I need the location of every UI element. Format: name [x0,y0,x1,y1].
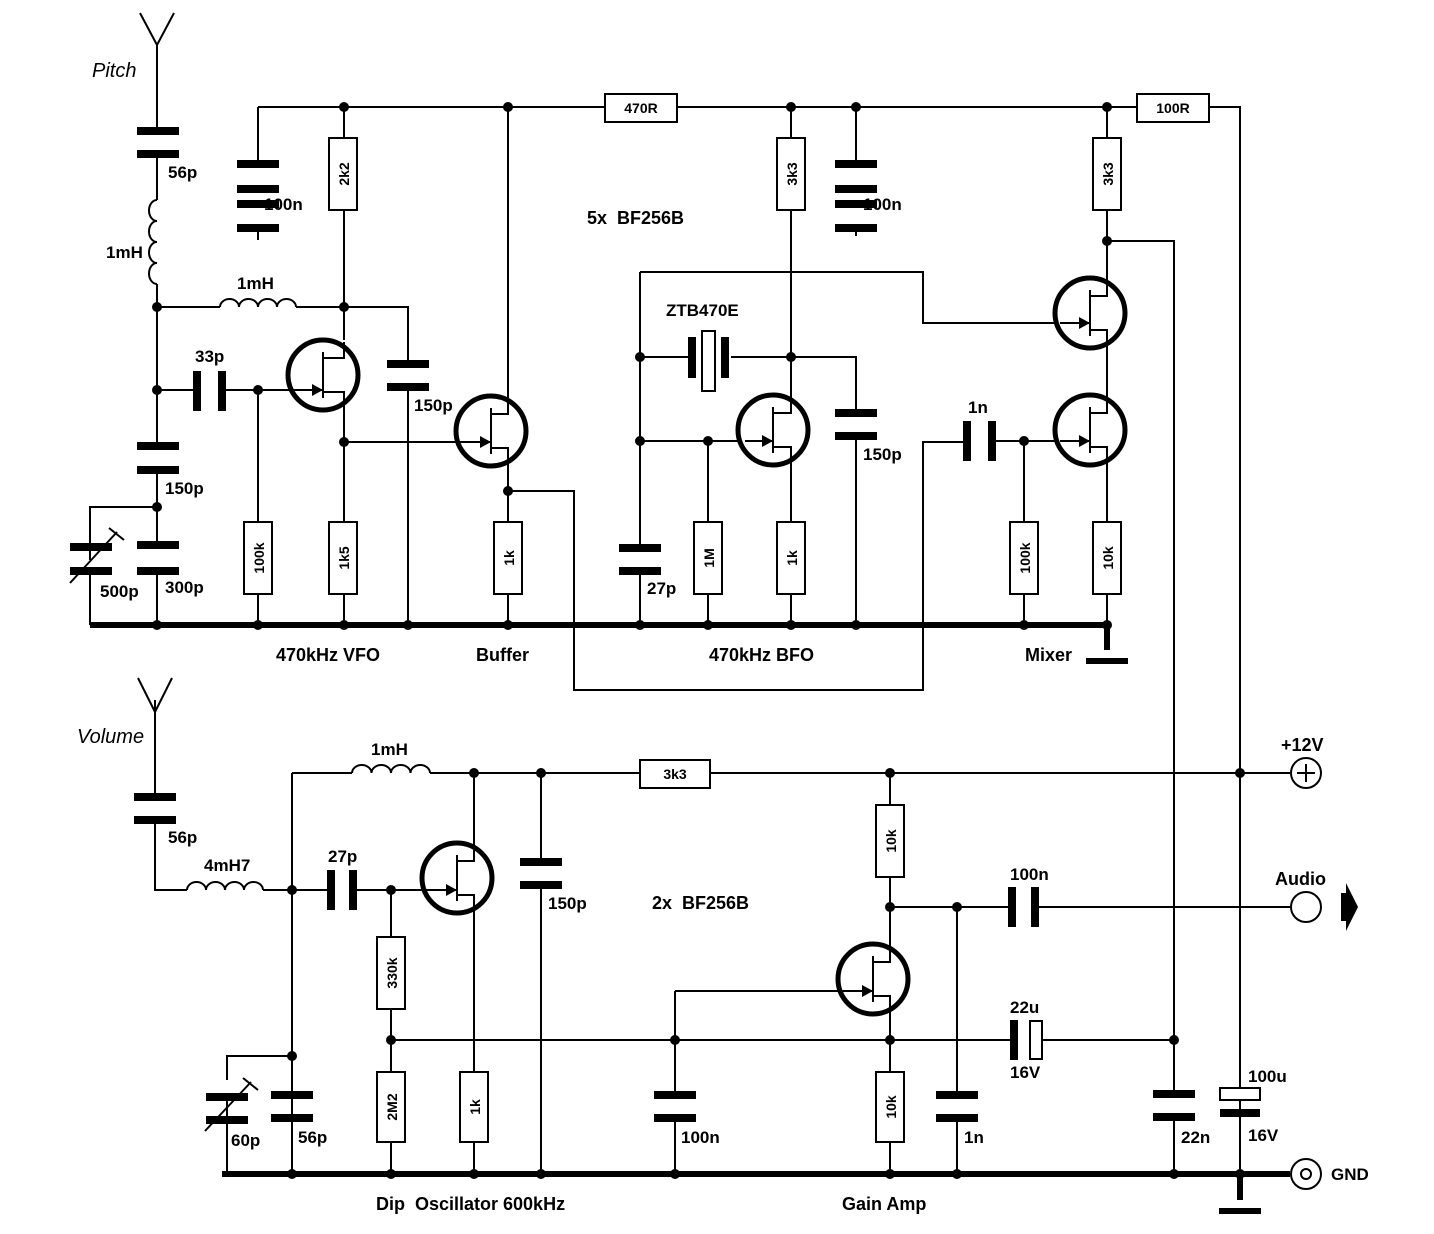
r-3k3-bot-label: 3k3 [663,766,687,782]
c-100n-top-label: 100n [264,195,303,214]
jfet-vfo-icon [285,337,361,413]
supply-terminal [1290,757,1322,789]
r-3k3-bfo-label: 3k3 [784,162,800,186]
r-100r-label: 100R [1156,100,1189,116]
audio-output-arrow-icon [1341,883,1358,931]
inductor-1mh-bottom-icon [351,764,431,774]
trimmer-cap-500p-icon [69,527,125,584]
resistors [243,93,1210,1143]
fets-bot-label: 2x BF256B [652,893,749,913]
r-10k-mix-label: 10k [1100,546,1116,570]
audio-label: Audio [1275,869,1326,889]
c-100n-audio-label: 100n [1010,865,1049,884]
c-150p-left-label: 150p [165,479,204,498]
r-100k-vfo-label: 100k [251,542,267,573]
c-1n-gain-label: 1n [964,1128,984,1147]
volume-label: Volume [77,726,144,748]
wires [89,45,1290,1175]
inductor-4mh7-icon [186,881,264,891]
l-1mh-vert-label: 1mH [106,243,143,262]
inductor-1mh-vertical-icon [148,199,158,285]
c-22n-label: 22n [1181,1128,1210,1147]
trimmer-cap-60p-icon [204,1077,259,1132]
r-330k-label: 330k [384,957,400,988]
ground-terminal [1290,1158,1322,1190]
c-100n-gain-label: 100n [681,1128,720,1147]
jfet-mixer-top-icon [1052,275,1128,351]
c-100u-voltage-label: 16V [1248,1126,1279,1145]
l-1mh-horiz-label: 1mH [237,274,274,293]
ground-rails [90,622,1290,1214]
c-500p-label: 500p [100,582,139,601]
c-150p-bfo-label: 150p [863,445,902,464]
supply-label: +12V [1281,735,1324,755]
jfet-mixer-bottom-icon [1052,392,1128,468]
r-470r-label: 470R [624,100,657,116]
c-100u-label: 100u [1248,1067,1287,1086]
c-27p-bfo-label: 27p [647,579,676,598]
pitch-antenna-icon [139,12,175,48]
c-300p-label: 300p [165,578,204,597]
jfet-gain-icon [835,941,911,1017]
r-1k5-label: 1k5 [336,546,352,570]
fets-top-label: 5x BF256B [587,208,684,228]
inductor-1mh-horizontal-icon [219,298,297,308]
c-22u-voltage-label: 16V [1010,1063,1041,1082]
c-56p-dip-label: 56p [298,1128,327,1147]
c-56p-top-label: 56p [168,163,197,182]
c-1n-mix-label: 1n [968,398,988,417]
pitch-label: Pitch [92,60,136,82]
bfo-section-label: 470kHz BFO [709,645,814,665]
r-1k-buf-label: 1k [501,550,517,566]
r-2m2-label: 2M2 [384,1093,400,1120]
jfet-bfo-icon [735,392,811,468]
jfet-dip-icon [419,840,495,916]
dip-section-label: Dip Oscillator 600kHz [376,1194,565,1214]
c-100n-bfo-label: 100n [863,195,902,214]
c-22u-label: 22u [1010,998,1039,1017]
l-1mh-bot-label: 1mH [371,740,408,759]
r-1k-bfo-label: 1k [784,550,800,566]
xtal-label: ZTB470E [666,301,739,320]
c-60p-label: 60p [231,1131,260,1150]
gain-section-label: Gain Amp [842,1194,926,1214]
r-100k-mix-label: 100k [1017,542,1033,573]
jfet-buffer-icon [453,393,529,469]
c-56p-bot-label: 56p [168,828,197,847]
vfo-section-label: 470kHz VFO [276,645,380,665]
junction-dots [152,102,1245,1179]
ground-label: GND [1331,1165,1369,1184]
c-27p-dip-label: 27p [328,847,357,866]
r-10k-src-label: 10k [883,1095,899,1119]
l-4mh7-label: 4mH7 [204,856,250,875]
c-150p-vfo-label: 150p [414,396,453,415]
mixer-section-label: Mixer [1025,645,1072,665]
volume-antenna-icon [137,677,173,715]
r-1m-label: 1M [701,548,717,567]
r-3k3-mix-label: 3k3 [1100,162,1116,186]
r-1k-dip-label: 1k [467,1099,483,1115]
capacitors [134,127,1261,1122]
audio-terminal [1290,891,1322,923]
buffer-section-label: Buffer [476,645,529,665]
r-2k2-label: 2k2 [336,162,352,186]
c-150p-dip-label: 150p [548,894,587,913]
c-33p-label: 33p [195,347,224,366]
r-10k-drain-label: 10k [883,829,899,853]
